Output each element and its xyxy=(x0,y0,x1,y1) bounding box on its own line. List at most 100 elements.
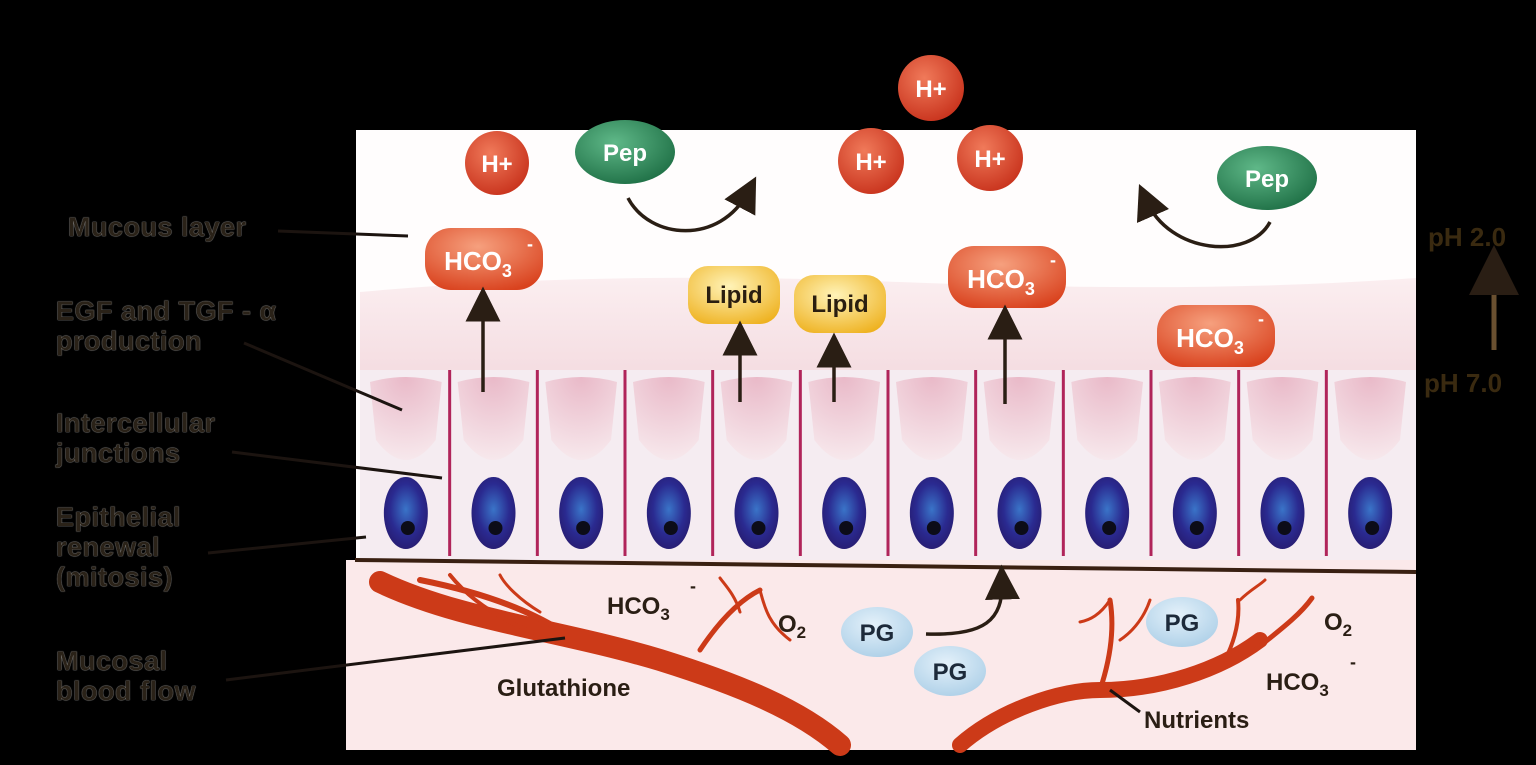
nucleolus xyxy=(576,521,591,535)
svg-text:HCO3: HCO3 xyxy=(444,246,512,281)
submucosa-o2-left: O2 xyxy=(778,611,806,642)
svg-text:HCO3: HCO3 xyxy=(967,264,1035,299)
mucus-vesicle xyxy=(370,377,442,460)
mucus-vesicle xyxy=(1246,377,1319,460)
h-plus-ion: H+ xyxy=(465,131,529,195)
mucus-vesicle xyxy=(896,377,968,460)
cell-nucleus xyxy=(471,477,516,549)
h-plus-label: H+ xyxy=(915,76,946,103)
mucus-vesicle xyxy=(1071,377,1143,460)
mucus-vesicle xyxy=(1159,377,1231,460)
nucleolus xyxy=(1189,521,1204,535)
pepsin-molecule: Pep xyxy=(575,120,675,184)
svg-text:-: - xyxy=(690,576,696,596)
svg-text:-: - xyxy=(527,234,533,254)
lipid-pill: Lipid xyxy=(688,266,780,324)
epithelial-renewal-label: Epithelial renewal (mitosis) xyxy=(56,502,181,592)
cell-nucleus xyxy=(1172,477,1217,549)
epithelial-cell xyxy=(983,377,1056,549)
h-plus-label: H+ xyxy=(481,151,512,178)
mucus-vesicle xyxy=(545,377,617,460)
renewal-label-line3: (mitosis) xyxy=(56,562,174,592)
svg-text:Lipid: Lipid xyxy=(811,291,868,318)
bicarbonate-pill: HCO3 - xyxy=(425,228,543,290)
cell-nucleus xyxy=(822,477,867,549)
epithelial-cell xyxy=(633,377,705,549)
nutrients-label: Nutrients xyxy=(1144,707,1249,734)
mucous-layer-label: Mucous layer xyxy=(68,212,247,242)
pepsin-molecule: Pep xyxy=(1217,146,1317,210)
cell-nucleus xyxy=(1348,477,1393,549)
renewal-label-line2: renewal xyxy=(56,532,161,562)
epithelial-cells xyxy=(370,370,1406,556)
h-plus-ion: H+ xyxy=(898,55,964,121)
cell-nucleus xyxy=(734,477,779,549)
nucleolus xyxy=(1014,521,1029,535)
bloodflow-label-line1: Mucosal xyxy=(56,646,168,676)
ph-bottom-label: pH 7.0 xyxy=(1424,368,1503,398)
prostaglandin: PG xyxy=(841,607,913,657)
pepsin-label: Pep xyxy=(1245,166,1289,193)
cell-nucleus xyxy=(1260,477,1305,549)
bicarbonate-pill: HCO3 - xyxy=(948,246,1066,308)
epithelial-cell xyxy=(808,377,880,549)
epithelial-cell xyxy=(545,377,617,549)
epithelial-cell xyxy=(457,377,530,549)
renewal-label-line1: Epithelial xyxy=(56,502,182,532)
blood-vessels xyxy=(369,571,1315,756)
pepsin-label: Pep xyxy=(603,140,647,167)
egf-tgf-label-line1: EGF and TGF - α xyxy=(56,296,277,326)
pointer-lines xyxy=(207,229,566,682)
prostaglandin: PG xyxy=(1146,597,1218,647)
nucleolus xyxy=(1277,521,1292,535)
svg-text:Lipid: Lipid xyxy=(705,282,762,309)
cell-nucleus xyxy=(383,477,428,549)
epithelial-cell xyxy=(896,377,968,549)
mucous-layer xyxy=(360,277,1416,395)
mucus-vesicle xyxy=(808,377,880,460)
cell-nucleus xyxy=(559,477,604,549)
submucosa-o2-right: O2 xyxy=(1324,609,1352,640)
cell-nucleus xyxy=(997,477,1042,549)
egf-tgf-label: EGF and TGF - α production xyxy=(56,296,277,356)
prostaglandin-arrow xyxy=(925,564,1020,636)
basement-membrane xyxy=(354,558,1417,574)
h-plus-ion: H+ xyxy=(838,128,904,194)
submucosa-hco3-left: HCO3 - xyxy=(607,576,696,624)
ph-top-label: pH 2.0 xyxy=(1428,222,1507,252)
glutathione-label: Glutathione xyxy=(497,675,630,702)
mucus-vesicle xyxy=(1334,377,1406,460)
cell-nucleus xyxy=(1085,477,1130,549)
nucleolus xyxy=(400,521,415,535)
mucus-vesicle xyxy=(633,377,705,460)
epithelial-cell xyxy=(1159,377,1231,549)
junctions-label-line1: Intercellular xyxy=(56,408,216,438)
svg-text:-: - xyxy=(1258,309,1264,329)
svg-text:PG: PG xyxy=(860,620,895,647)
cell-nucleus xyxy=(646,477,691,549)
svg-text:PG: PG xyxy=(1165,610,1200,637)
nucleolus xyxy=(1102,521,1117,535)
epithelial-cell xyxy=(1071,377,1143,549)
svg-text:O2: O2 xyxy=(778,611,806,642)
bloodflow-label-line2: blood flow xyxy=(56,676,196,706)
svg-text:HCO3: HCO3 xyxy=(1176,323,1244,358)
svg-text:O2: O2 xyxy=(1324,609,1352,640)
mucus-vesicle xyxy=(983,377,1056,460)
h-plus-label: H+ xyxy=(855,149,886,176)
nucleolus xyxy=(751,521,766,535)
epithelial-cell xyxy=(370,377,442,549)
nucleolus xyxy=(926,521,941,535)
nucleolus xyxy=(488,521,503,535)
nucleolus xyxy=(663,521,678,535)
intercellular-junctions-label: Intercellular junctions xyxy=(56,408,216,468)
nucleolus xyxy=(839,521,854,535)
epithelial-cell xyxy=(1334,377,1406,549)
epithelial-cell xyxy=(1246,377,1319,549)
lipid-pill: Lipid xyxy=(794,275,886,333)
svg-text:HCO3: HCO3 xyxy=(1266,669,1329,700)
svg-text:-: - xyxy=(1050,250,1056,270)
mucus-vesicle xyxy=(457,377,530,460)
